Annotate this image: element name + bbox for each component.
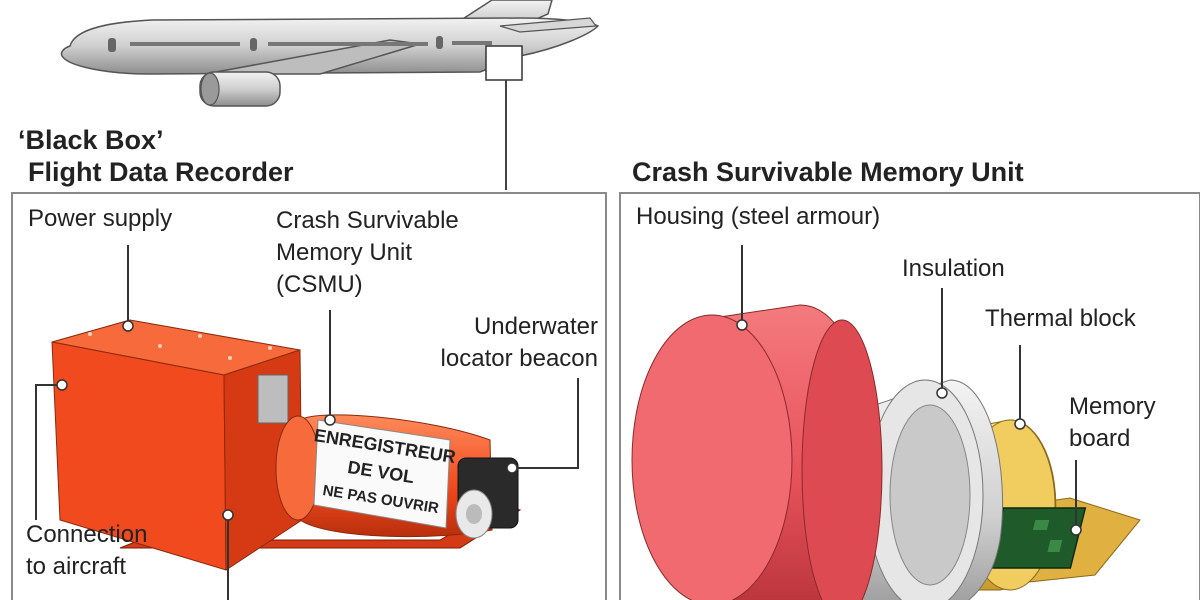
- label-beacon-line2: locator beacon: [441, 343, 598, 374]
- label-thermal-block: Thermal block: [985, 303, 1136, 334]
- label-memory-board-line1: Memory: [1069, 391, 1156, 422]
- airplane-recorder-location-marker: [486, 46, 522, 80]
- csmu-cylinder-end: [276, 416, 320, 520]
- housing-back-end: [632, 315, 792, 600]
- label-housing: Housing (steel armour): [636, 201, 880, 232]
- housing-front-rim: [802, 320, 882, 600]
- left-title-line2: Flight Data Recorder: [28, 157, 294, 188]
- label-beacon-line1: Underwater: [474, 311, 598, 342]
- label-insulation: Insulation: [902, 253, 1005, 284]
- left-title-line1: ‘Black Box’: [18, 125, 164, 156]
- label-memory-board-line2: board: [1069, 423, 1130, 454]
- label-connection-line1: Connection: [26, 519, 147, 550]
- memory-board: [988, 508, 1085, 568]
- label-csmu-line1: Crash Survivable: [276, 205, 459, 236]
- recorder-side-plate: [258, 375, 288, 423]
- airplane-engine: [200, 72, 280, 106]
- label-connection-line2: to aircraft: [26, 551, 126, 582]
- right-title: Crash Survivable Memory Unit: [632, 157, 1024, 188]
- label-csmu-line3: (CSMU): [276, 269, 363, 300]
- insulation-inner: [890, 405, 970, 585]
- label-power-supply: Power supply: [28, 203, 172, 234]
- label-csmu-line2: Memory Unit: [276, 237, 412, 268]
